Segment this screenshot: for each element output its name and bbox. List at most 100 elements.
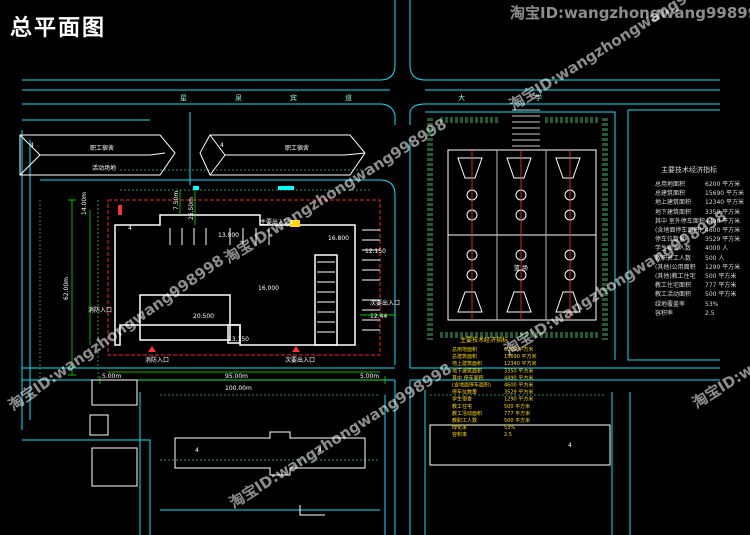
indicator-label: 停车位数量 [655,236,686,244]
indicator-value: 500 平方米 [705,273,737,280]
indicator-label: 地上建筑面积 [655,199,692,207]
elevation-5: 12.150 [365,248,386,255]
yellow-row-label: 其中 停车面积 [452,374,484,381]
indicator-value: 500 平方米 [705,291,737,299]
yellow-row-value: 15690 平方米 [504,353,537,360]
indicator-row: 地下建筑面积 3350 平方米 [655,208,740,216]
indicator-value: 4490 平方米 [705,217,741,225]
indicator-label: (含地面停车面积) [655,227,702,234]
yellow-row-label: 容积率 [452,431,467,438]
yellow-row-label: 学生宿舍 [452,396,472,403]
indicator-value: 3350 平方米 [705,208,741,216]
road-label-4: 道 [345,93,352,102]
yellow-row-label: (含地面停车面积) [452,382,491,389]
yellow-row-value: 6200 平方米 [504,346,533,353]
east-block-num: 4 [568,442,572,449]
basketball-courts [447,149,597,321]
side-entry-label: 消防入口 [88,306,112,314]
entrance-arrows [148,346,300,352]
crosswalk [512,109,540,147]
yellow-row-value: 3529 平方米 [504,389,533,396]
plan-labels: 星 泉 宾 道 大 学 4 职工宿舍 4 职工宿舍 4 4 4 4 篮 场 活动… [30,93,572,454]
indicator-value: 4000 人 [705,245,729,253]
elevation-1: 13.900 [218,232,239,239]
yellow-table-title: 主要技术经济指标 [460,336,508,344]
indicator-label: 容积率 [655,309,674,317]
indicator-row: (含地面停车面积)4600 平方米 [655,227,740,234]
road-network [21,0,720,535]
red-site-boundary [107,199,381,356]
yellow-row-label: 总用地面积 [452,346,477,353]
dorm-left-num: 4 [30,142,34,149]
south-left-entry-label: 消防入口 [145,356,169,364]
road-label-5: 大 [458,93,465,102]
indicator-value: 500 人 [705,254,725,262]
indicator-value: 53% [705,300,719,308]
road-label-3: 宾 [290,93,297,102]
dim-height-inner: 14.00m [81,192,88,215]
indicator-label: 教工住宅面积 [655,282,692,290]
yellow-row-label: 地上建筑面积 [452,360,482,367]
yellow-row-label: 停车位数量 [452,389,477,396]
road-label-1: 星 [180,94,187,102]
dorm-building-left [19,134,176,176]
elevation-4: 20.500 [193,313,214,320]
south-buildings [89,379,611,516]
main-building-num: 4 [128,225,132,232]
dim-gap-1: 7.50m [173,191,180,210]
indicator-label: 绿地覆盖率 [655,300,686,308]
elevation-2: 16.800 [328,235,349,242]
elevation-6: 13.150 [228,336,249,343]
yellow-row-value: 500 平方米 [504,403,530,410]
indicator-row: 绿地覆盖率 53% [655,300,718,308]
dim-width-total: 100.00m [225,385,252,392]
road-label-6: 学 [535,93,542,102]
yellow-row-value: 3350 平方米 [504,367,533,374]
indicator-label: 地下建筑面积 [655,208,692,216]
watermark: 淘宝ID:wangzhongwang998998 [510,4,750,22]
indicator-row: 教工活动面积 500 平方米 [655,291,736,299]
elevation-3: 16.000 [258,285,279,292]
dorm-right-num: 4 [220,142,224,149]
indicator-value: 1290 平方米 [705,263,741,271]
yellow-row-value: 2.5 [504,432,512,438]
parking-stalls [169,228,380,333]
indicator-table-title: 主要技术经济指标 [661,166,717,174]
indicator-label: 总建筑面积 [655,190,686,198]
plan-title: 总平面图 [10,16,107,41]
dim-gap-2: 25.50m [188,197,195,220]
indicator-row: 教职员工人数 500 人 [655,254,724,262]
main-entry-label: 主要出入口 [260,218,290,226]
yellow-row-value: 12340 平方米 [504,360,537,367]
yellow-marker [290,220,300,227]
south-left-num: 4 [195,447,199,454]
yellow-row-label: 总建筑面积 [452,353,477,360]
indicator-label: (其他)公用面积 [655,263,696,271]
elevation-7: 12.44 [370,313,387,320]
yellow-row-value: 4600 平方米 [504,382,533,389]
yellow-row-label: 教工住宅 [452,403,472,410]
fitness-label: 活动场地 [92,164,116,172]
dorm-left-name: 职工宿舍 [90,144,114,152]
indicator-value: 4600 平方米 [705,227,741,234]
cyan-marker [278,186,294,190]
south-right-num: 4 [318,447,322,454]
indicator-label: 教工活动面积 [655,291,692,299]
indicator-value: 6200 平方米 [705,181,741,188]
dorm-building-right [199,134,366,176]
dorm-right-name: 职工宿舍 [285,144,309,152]
indicator-label: 教职员工人数 [655,254,692,262]
yellow-row-value: 4490 平方米 [504,374,533,381]
indicator-label: 其中 室外停车面积 [655,217,705,225]
main-building [114,214,356,346]
